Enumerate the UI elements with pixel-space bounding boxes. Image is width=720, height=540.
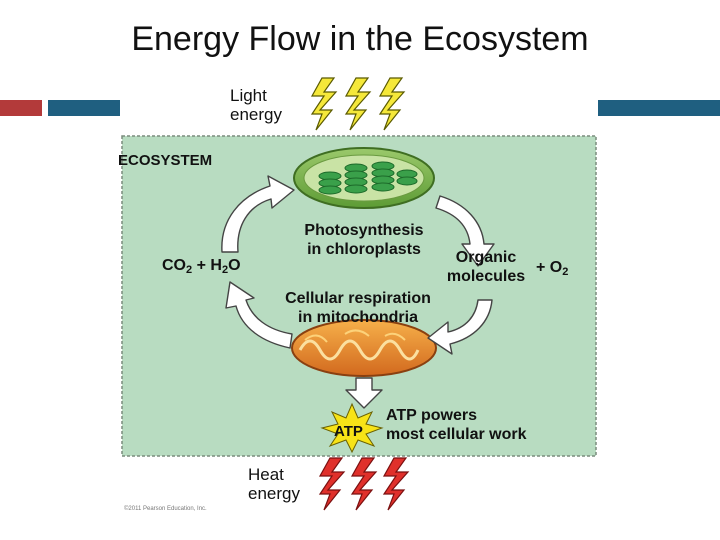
plus-sign-1: + <box>196 257 206 274</box>
atp-powers-label: ATP powers most cellular work <box>386 406 527 444</box>
h2o-o-text: O <box>228 257 241 274</box>
heat-line1: Heat <box>248 465 284 484</box>
heat-energy-label: Heat energy <box>248 465 300 503</box>
heat-bolt-1 <box>318 457 346 511</box>
photosynthesis-line1: Photosynthesis <box>304 222 424 239</box>
arrow-mitochondria-to-co2 <box>225 281 293 349</box>
ecosystem-label: ECOSYSTEM <box>118 152 213 169</box>
arrow-co2-to-chloroplast <box>221 175 295 253</box>
co2-h2o-label: CO2 + H2O <box>162 256 241 280</box>
light-bolt-3 <box>378 77 406 131</box>
respiration-line1: Cellular respiration <box>285 290 431 307</box>
accent-bar-blue-right <box>598 100 720 116</box>
organic-line1: Organic <box>455 249 517 266</box>
light-energy-label: Light energy <box>230 86 282 124</box>
arrow-chloroplast-to-organic <box>435 195 495 267</box>
o2-label: + O2 <box>536 258 568 282</box>
arrow-organic-to-mitochondria <box>427 299 493 355</box>
light-bolt-1 <box>310 77 338 131</box>
accent-bar-blue-left <box>48 100 120 116</box>
cycle-arrows <box>221 175 495 409</box>
copyright-text: ©2011 Pearson Education, Inc. <box>124 506 207 512</box>
light-energy-line2: energy <box>230 105 282 124</box>
o2-text: O <box>549 259 563 276</box>
mitochondrion-image <box>291 319 437 377</box>
heat-energy-bolts <box>318 457 410 511</box>
page-title: Energy Flow in the Ecosystem <box>131 20 589 58</box>
arrow-mitochondria-to-atp <box>345 377 383 409</box>
chloroplast-image <box>293 147 435 209</box>
atp-label: ATP <box>334 423 363 440</box>
atp-powers-line2: most cellular work <box>386 426 527 443</box>
atp-powers-line1: ATP powers <box>386 407 477 424</box>
o2-subscript: 2 <box>562 266 569 278</box>
h2o-subscript: 2 <box>221 264 229 276</box>
accent-bar-red <box>0 100 42 116</box>
photosynthesis-label: Photosynthesis in chloroplasts <box>294 221 434 259</box>
light-energy-line1: Light <box>230 86 267 105</box>
cellular-respiration-label: Cellular respiration in mitochondria <box>266 289 450 327</box>
co2-subscript: 2 <box>186 264 193 276</box>
photosynthesis-line2: in chloroplasts <box>307 241 421 258</box>
heat-bolt-2 <box>350 457 378 511</box>
co2-text: CO <box>162 257 186 274</box>
respiration-line2: in mitochondria <box>298 309 418 326</box>
h2o-h-text: H <box>210 257 222 274</box>
light-energy-bolts <box>310 77 406 131</box>
heat-line2: energy <box>248 484 300 503</box>
plus-sign-2: + <box>536 259 546 276</box>
atp-starburst <box>320 402 384 454</box>
organic-molecules-label: Organic molecules <box>440 248 532 286</box>
heat-bolt-3 <box>382 457 410 511</box>
light-bolt-2 <box>344 77 372 131</box>
organic-line2: molecules <box>446 268 526 285</box>
